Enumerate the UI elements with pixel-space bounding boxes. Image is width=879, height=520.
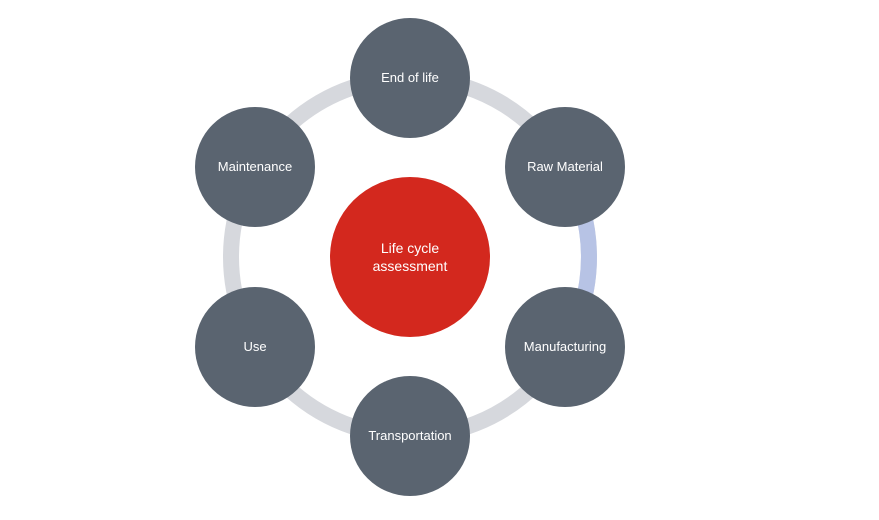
node-manufacturing-label: Manufacturing [523, 338, 607, 354]
node-end-of-life: End of life [350, 18, 470, 138]
node-raw-material-label: Raw Material [527, 158, 603, 174]
center-node-life-cycle-assessment: Life cycle assessment [330, 177, 490, 337]
node-use-label: Use [243, 338, 267, 354]
node-manufacturing: Manufacturing [505, 287, 625, 407]
node-end-of-life-label: End of life [381, 69, 439, 85]
node-transportation-label: Transportation [368, 427, 452, 443]
node-raw-material: Raw Material [505, 107, 625, 227]
node-maintenance: Maintenance [195, 107, 315, 227]
center-node-label: Life cycle assessment [372, 239, 448, 274]
node-transportation: Transportation [350, 376, 470, 496]
node-maintenance-label: Maintenance [217, 158, 293, 174]
node-use: Use [195, 287, 315, 407]
